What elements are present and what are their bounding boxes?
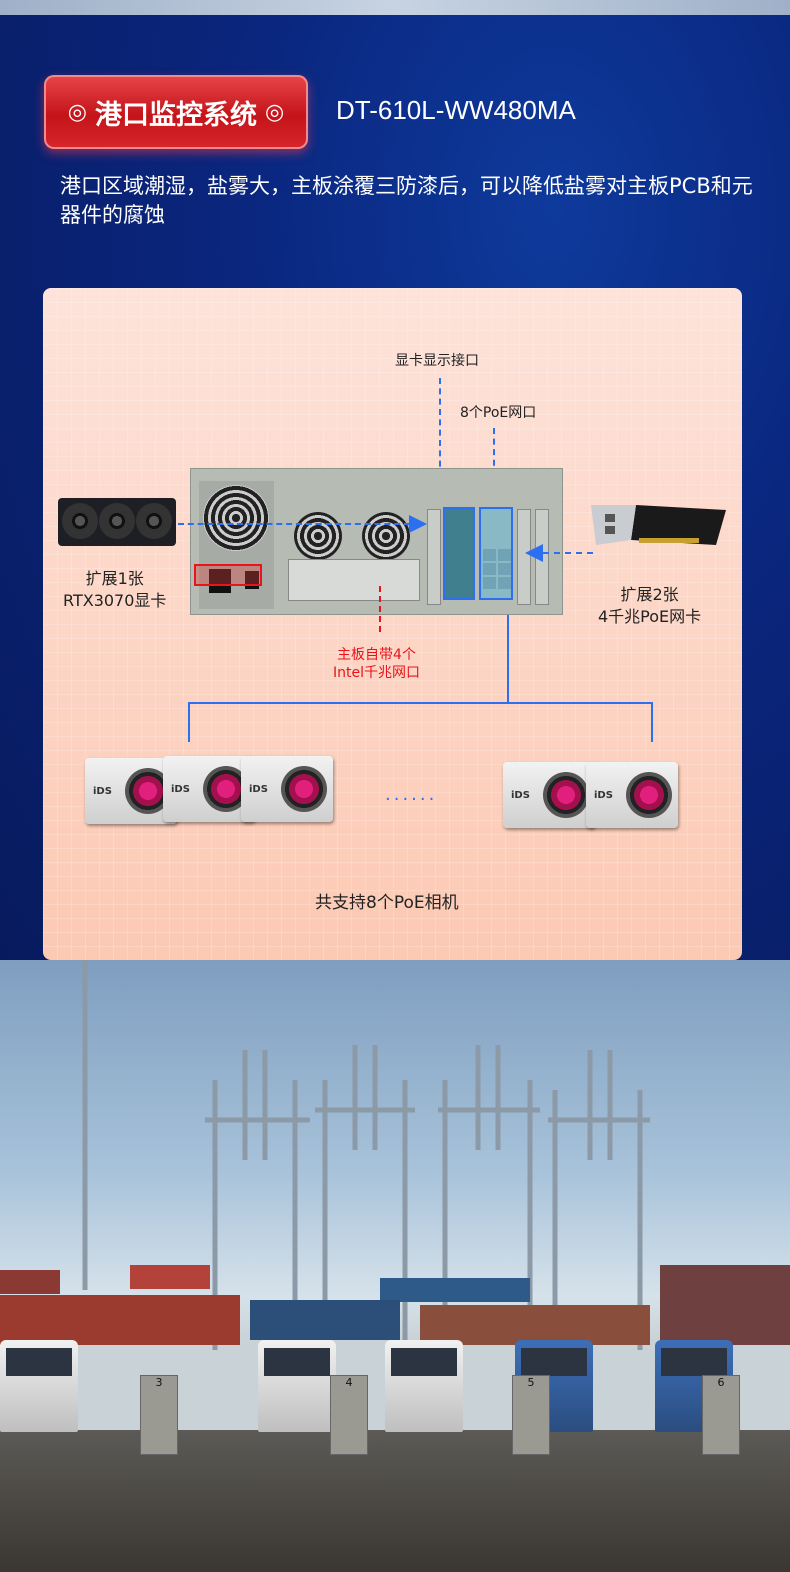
label-gpu: 扩展1张 RTX3070显卡 <box>63 568 166 612</box>
double-circle-icon: ◎ <box>265 99 285 125</box>
poe-nic-image <box>591 505 726 545</box>
gpu-bracket <box>443 507 475 600</box>
ipc-chassis-rear <box>190 468 563 615</box>
gpu-card-image <box>58 498 176 546</box>
cranes <box>82 960 650 1350</box>
poe-camera: iDS <box>586 762 678 828</box>
poe-card-bracket <box>479 507 513 600</box>
poe-camera: iDS <box>241 756 333 822</box>
camera-drop-line <box>188 702 190 742</box>
truck <box>385 1340 463 1432</box>
label-nic: 扩展2张 4千兆PoE网卡 <box>598 584 701 628</box>
power-socket <box>209 569 231 593</box>
double-circle-icon: ◎ <box>67 99 87 125</box>
model-number: DT-610L-WW480MA <box>336 95 576 125</box>
gate-booth: 4 <box>330 1375 368 1455</box>
chassis-fan <box>362 512 410 560</box>
poe-camera: iDS <box>503 762 595 828</box>
gate-booth: 5 <box>512 1375 550 1455</box>
pci-slot <box>427 509 441 605</box>
psu-fan <box>203 485 269 551</box>
label-nic-line1: 扩展2张 <box>620 585 679 604</box>
network-trunk-line <box>507 615 509 703</box>
onboard-lan-highlight <box>194 564 262 586</box>
label-poe-ports: 8个PoE网口 <box>460 405 537 421</box>
arrow-left-icon <box>525 544 543 562</box>
fan-area <box>286 512 424 622</box>
caption: 共支持8个PoE相机 <box>315 893 459 913</box>
label-onboard-lan: 主板自带4个 Intel千兆网口 <box>333 646 420 682</box>
connection-diagram: 显卡显示接口 8个PoE网口 扩展1张 RTX3070显卡 主板自带4个 Intel… <box>43 288 742 960</box>
label-onboard-line2: Intel千兆网口 <box>333 665 420 681</box>
top-strip <box>0 0 790 15</box>
road <box>0 1430 790 1572</box>
gate-booth: 6 <box>702 1375 740 1455</box>
label-gpu-line1: 扩展1张 <box>85 569 144 588</box>
gpu-port-line <box>439 378 441 508</box>
gate-booth: 3 <box>140 1375 178 1455</box>
network-bus-line <box>188 702 653 704</box>
io-panel <box>288 559 420 601</box>
label-gpu-line2: RTX3070显卡 <box>63 591 167 610</box>
label-gpu-port: 显卡显示接口 <box>395 353 479 369</box>
onboard-lan-line <box>379 586 381 632</box>
power-supply <box>199 481 274 609</box>
truck <box>0 1340 78 1432</box>
gpu-arrow-line <box>178 523 410 525</box>
title-badge: ◎ 港口监控系统 ◎ <box>44 75 308 149</box>
arrow-right-icon <box>409 515 427 533</box>
truck <box>515 1340 593 1432</box>
port-photo: 3 4 5 6 <box>0 960 790 1572</box>
badge-title: 港口监控系统 <box>95 99 257 131</box>
description: 港口区域潮湿，盐雾大，主板涂覆三防漆后，可以降低盐雾对主板PCB和元器件的腐蚀 <box>60 174 753 227</box>
label-onboard-line1: 主板自带4个 <box>337 647 416 663</box>
truck <box>258 1340 336 1432</box>
ellipsis: ...... <box>385 784 438 805</box>
label-nic-line2: 4千兆PoE网卡 <box>598 607 702 626</box>
camera-drop-line <box>651 702 653 742</box>
nic-arrow-line <box>543 552 593 554</box>
chassis-fan <box>294 512 342 560</box>
